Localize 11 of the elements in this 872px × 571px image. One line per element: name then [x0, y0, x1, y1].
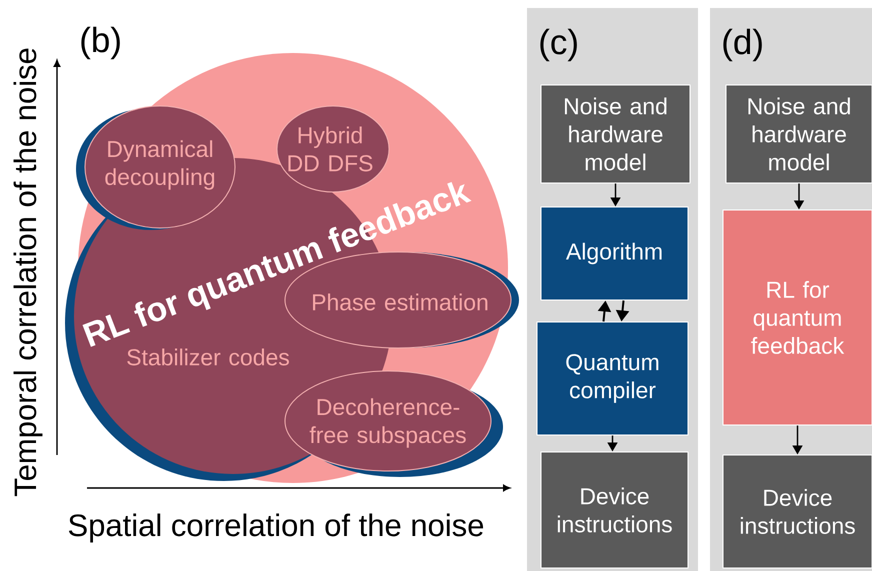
process-box: Noise and hardware model: [540, 84, 690, 184]
panel-label: (b): [81, 26, 120, 60]
axis-label: Spatial correlation of the noise: [68, 514, 484, 542]
node-label: Stabilizer codes: [127, 348, 289, 366]
axis-label: Temporal correlation of the noise: [14, 48, 42, 496]
process-box: Noise and hardware model: [726, 84, 872, 184]
process-box: Device instructions: [540, 452, 688, 568]
process-box: Quantum compiler: [536, 322, 688, 436]
process-box: RL for quantum feedback: [722, 210, 872, 426]
process-box: Device instructions: [722, 454, 872, 568]
process-box: Algorithm: [540, 206, 688, 300]
